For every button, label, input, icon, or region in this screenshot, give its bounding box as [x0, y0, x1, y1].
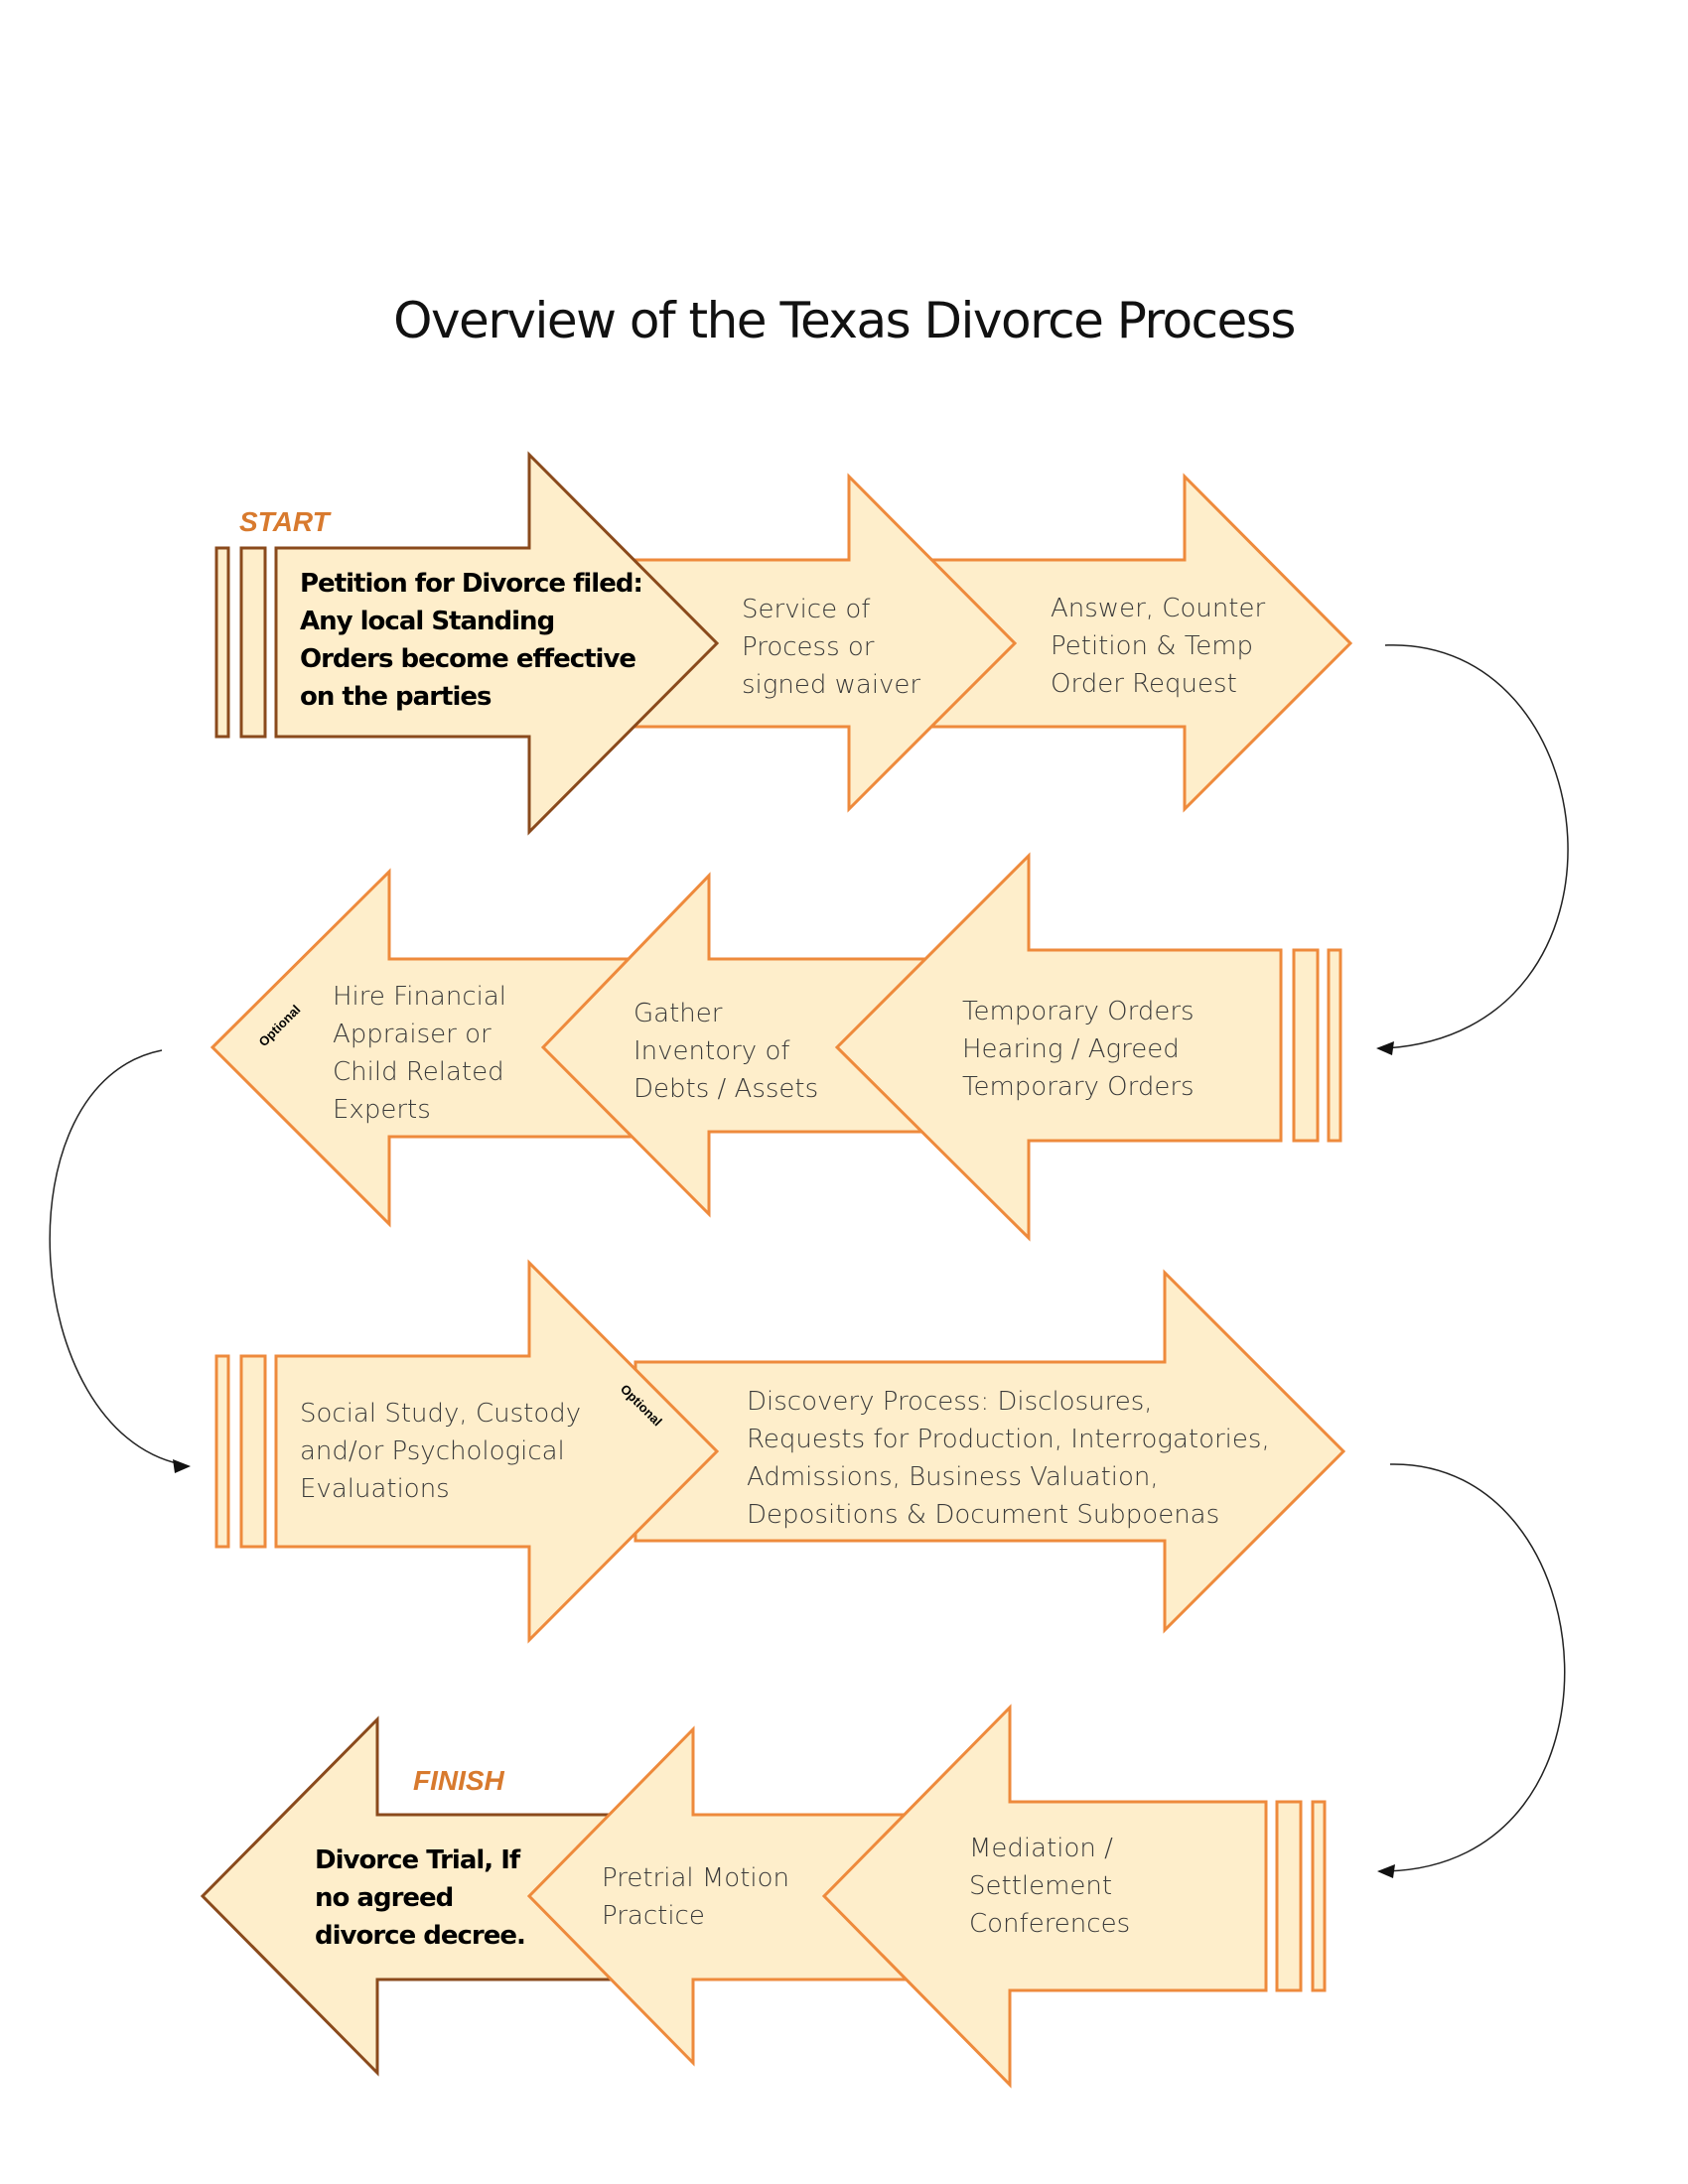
connector-row1-row2: [1384, 644, 1569, 1049]
step-arrow-gather-inventory: [540, 872, 930, 1218]
step-text-social-study: Social Study, Custody and/or Psychologic…: [300, 1399, 589, 1504]
step-text-petition: Petition for Divorce filed: Any local St…: [300, 569, 650, 712]
step-arrow-temporary-orders: [834, 852, 1283, 1242]
step-text-discovery: Discovery Process: Disclosures, Requests…: [747, 1387, 1278, 1530]
step-arrow-social-study: [274, 1259, 720, 1644]
step-arrow-mediation: [821, 1704, 1268, 2089]
start-bar-1: [214, 546, 230, 739]
row2-bar-1: [1292, 948, 1320, 1143]
step-arrow-discovery: [633, 1269, 1346, 1634]
step-text-answer: Answer, Counter Petition & Temp Order Re…: [1051, 594, 1273, 699]
start-label: START: [239, 506, 333, 537]
step-arrow-divorce-trial: [200, 1715, 637, 2077]
step-text-service: Service of Process or signed waiver: [742, 595, 920, 700]
start-bar-2: [239, 546, 267, 739]
connector-row2-row3: [49, 1049, 182, 1465]
step-text-divorce-trial: Divorce Trial, If no agreed divorce decr…: [315, 1845, 527, 1951]
row3-bar-1: [214, 1354, 230, 1549]
step-arrow-answer: [931, 473, 1353, 813]
step-text-hire-financial: Hire Financial Appraiser or Child Relate…: [333, 982, 514, 1125]
row2-bar-2: [1327, 948, 1342, 1143]
connector-arrowhead-row3: [173, 1459, 191, 1473]
step-arrow-petition: [274, 451, 720, 836]
row4-bar-1: [1275, 1800, 1303, 1992]
page-title: Overview of the Texas Divorce Process: [393, 292, 1295, 349]
connectors: [49, 644, 1569, 1878]
step-text-mediation: Mediation / Settlement Conferences: [969, 1834, 1130, 1939]
step-text-gather-inventory: Gather Inventory of Debts / Assets: [633, 999, 818, 1104]
connector-arrowhead-row4: [1377, 1864, 1395, 1878]
step-text-pretrial-motion: Pretrial Motion Practice: [602, 1863, 797, 1931]
row-4: FINISH Mediation / Settlement Conference…: [200, 1704, 1327, 2089]
row-3: Social Study, Custody and/or Psychologic…: [214, 1259, 1346, 1644]
connector-arrowhead-row2: [1376, 1041, 1394, 1055]
connector-row3-row4: [1384, 1463, 1566, 1872]
step-arrow-service: [614, 473, 1018, 813]
row3-bar-2: [239, 1354, 267, 1549]
row-2: Temporary Orders Hearing / Agreed Tempor…: [210, 852, 1342, 1242]
row4-bar-2: [1311, 1800, 1327, 1992]
row-1: START Petition for Divorce filed: Any lo…: [214, 451, 1353, 836]
step-arrow-pretrial-motion: [526, 1725, 930, 2067]
step-text-temporary-orders: Temporary Orders Hearing / Agreed Tempor…: [962, 997, 1202, 1102]
step-arrow-hire-financial: [210, 868, 637, 1228]
finish-label: FINISH: [413, 1765, 505, 1796]
